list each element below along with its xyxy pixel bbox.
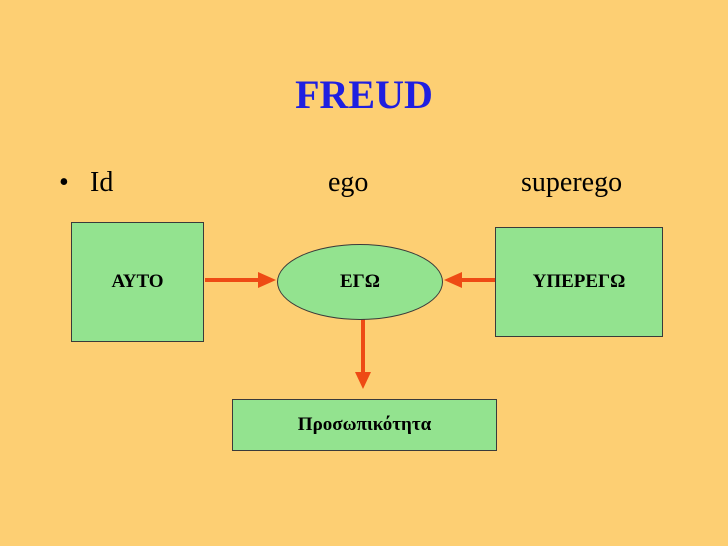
- term-id: Id: [90, 167, 114, 198]
- personality-node: Προσωπικότητα: [232, 399, 497, 451]
- id-node-label: ΑΥΤΟ: [111, 271, 164, 292]
- term-ego: ego: [328, 167, 369, 198]
- slide-title: FREUD: [295, 72, 433, 117]
- superego-node: ΥΠΕΡΕΓΩ: [495, 227, 663, 337]
- arrow-ego-to-personality: [355, 319, 371, 389]
- superego-node-label: ΥΠΕΡΕΓΩ: [532, 271, 626, 292]
- arrow-superego-to-ego: [444, 272, 495, 288]
- id-node: ΑΥΤΟ: [71, 222, 204, 342]
- term-superego: superego: [521, 167, 623, 198]
- ego-node: ΕΓΩ: [277, 244, 443, 320]
- arrow-id-to-ego: [205, 272, 276, 288]
- personality-node-label: Προσωπικότητα: [297, 414, 432, 435]
- bullet-marker: •: [59, 167, 69, 198]
- ego-node-label: ΕΓΩ: [340, 271, 380, 292]
